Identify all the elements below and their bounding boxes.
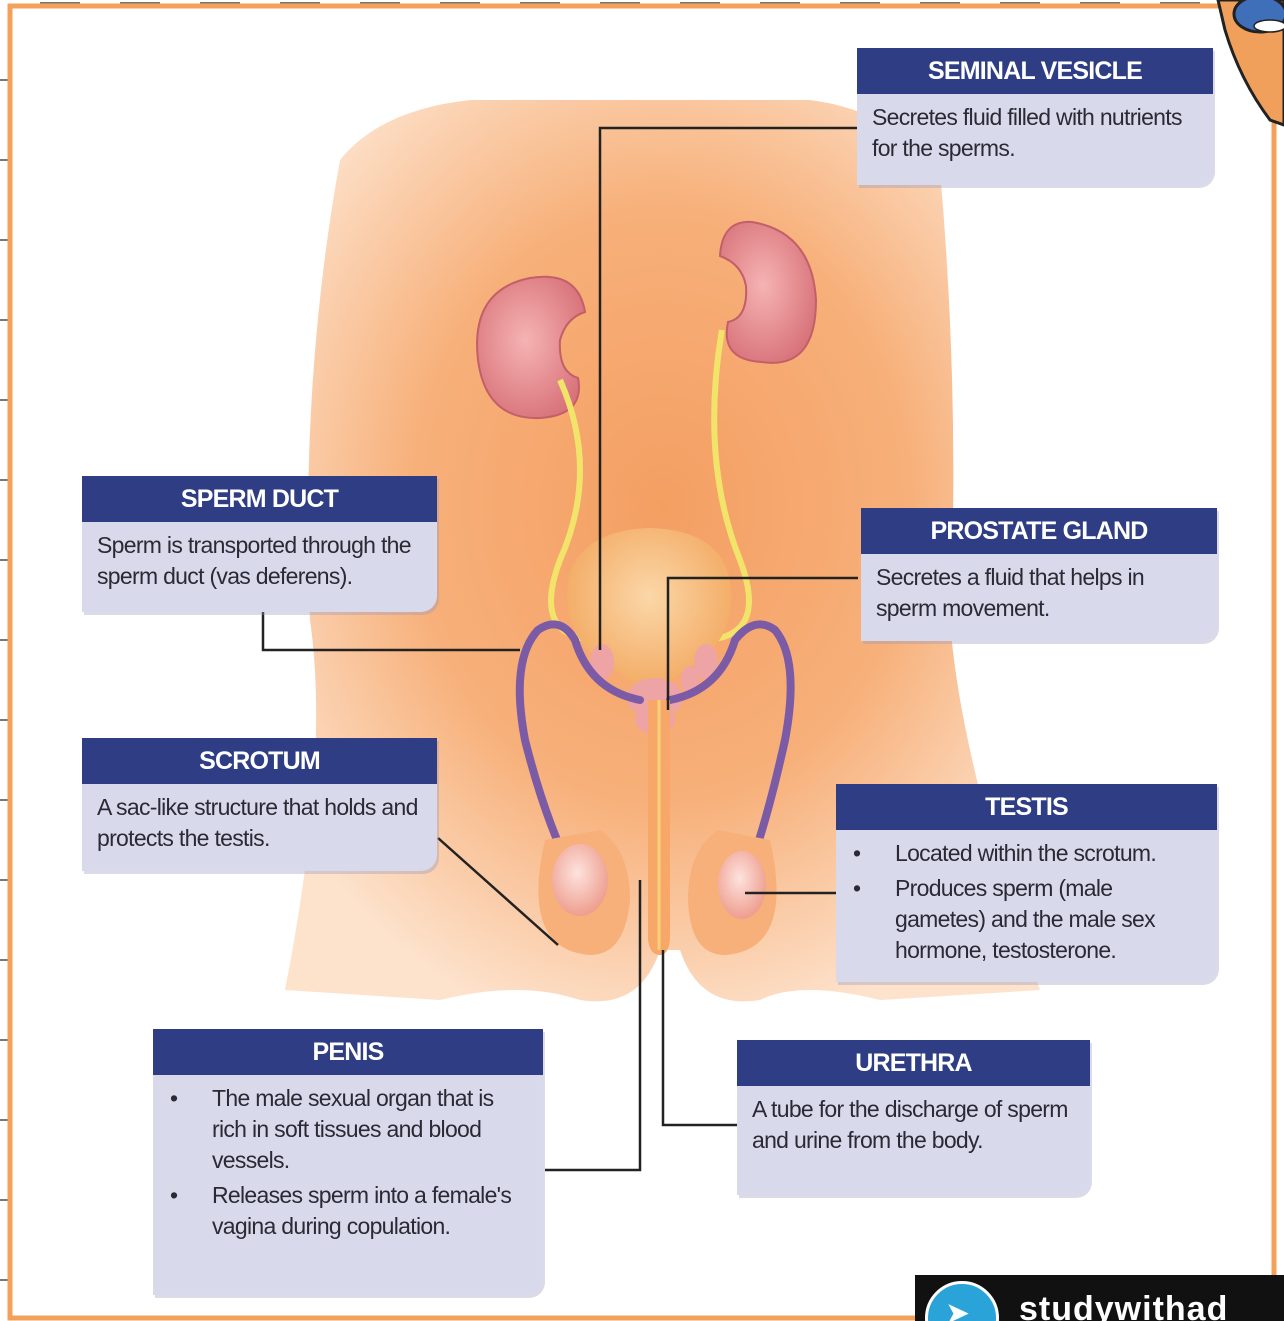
- card-title: TESTIS: [836, 784, 1217, 830]
- card-bullet: The male sexual organ that is rich in so…: [212, 1083, 529, 1176]
- card-text: Secretes fluid filled with nutrients for…: [857, 94, 1213, 176]
- paper-plane-glyph: ➤: [945, 1299, 970, 1321]
- card-bullet: Located within the scrotum.: [895, 838, 1203, 869]
- card-bullet-list: Located within the scrotum. Produces spe…: [851, 838, 1203, 966]
- card-scrotum: SCROTUM A sac-like structure that holds …: [82, 738, 437, 871]
- card-prostate-gland: PROSTATE GLAND Secretes a fluid that hel…: [861, 508, 1217, 641]
- card-title: PENIS: [153, 1029, 543, 1075]
- card-text: Secretes a fluid that helps in sperm mov…: [861, 554, 1217, 636]
- watermark-badge: ➤ studywithad: [915, 1275, 1284, 1321]
- card-penis: PENIS The male sexual organ that is rich…: [153, 1029, 543, 1295]
- card-title: SPERM DUCT: [82, 476, 437, 522]
- card-text: A sac-like structure that holds and prot…: [82, 784, 437, 866]
- card-urethra: URETHRA A tube for the discharge of sper…: [737, 1040, 1090, 1195]
- watermark-text: studywithad: [1019, 1289, 1228, 1321]
- card-title: URETHRA: [737, 1040, 1090, 1086]
- corner-mascot-icon: [1218, 0, 1284, 125]
- card-title: SEMINAL VESICLE: [857, 48, 1213, 94]
- card-text: A tube for the discharge of sperm and ur…: [737, 1086, 1090, 1168]
- card-seminal-vesicle: SEMINAL VESICLE Secretes fluid filled wi…: [857, 48, 1213, 185]
- card-bullet: Produces sperm (male gametes) and the ma…: [895, 873, 1203, 966]
- card-title: SCROTUM: [82, 738, 437, 784]
- card-testis: TESTIS Located within the scrotum. Produ…: [836, 784, 1217, 982]
- card-bullet-list: The male sexual organ that is rich in so…: [168, 1083, 529, 1242]
- card-title: PROSTATE GLAND: [861, 508, 1217, 554]
- card-text: Sperm is transported through the sperm d…: [82, 522, 437, 604]
- card-bullet: Releases sperm into a female's vagina du…: [212, 1180, 529, 1242]
- card-sperm-duct: SPERM DUCT Sperm is transported through …: [82, 476, 437, 612]
